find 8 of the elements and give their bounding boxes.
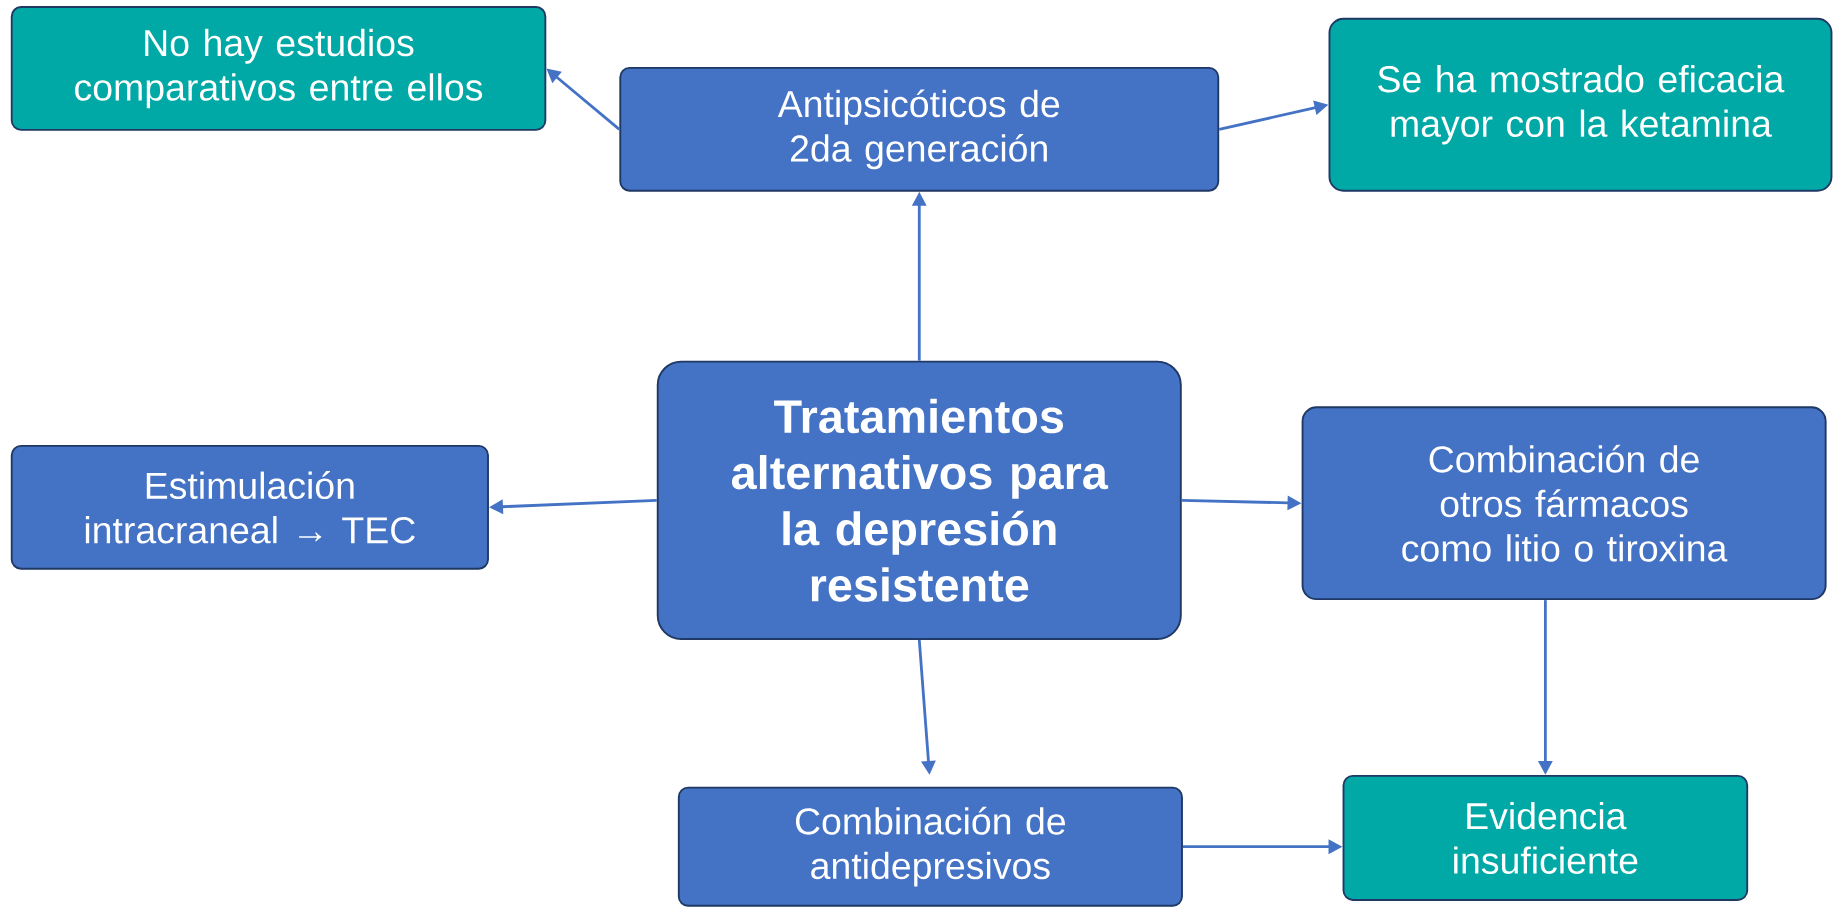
- text-box: Antipsicóticos de 2da generación: [619, 66, 1220, 192]
- text-box: Evidencia insuficiente: [1342, 774, 1749, 901]
- text-box: Combinación de antidepresivos: [677, 786, 1183, 907]
- text-box: Combinación de otros fármacos como litio o tiroxina: [1301, 406, 1827, 601]
- text-box: No hay estudios comparativos entre ellos: [10, 6, 547, 131]
- text-box: Estimulación intracraneal → TEC: [10, 444, 489, 570]
- topic-box: Tratamientos alternativos para la depresión resistente: [656, 360, 1182, 640]
- text-box: Se ha mostrado eficacia mayor con la ketamina: [1328, 17, 1833, 192]
